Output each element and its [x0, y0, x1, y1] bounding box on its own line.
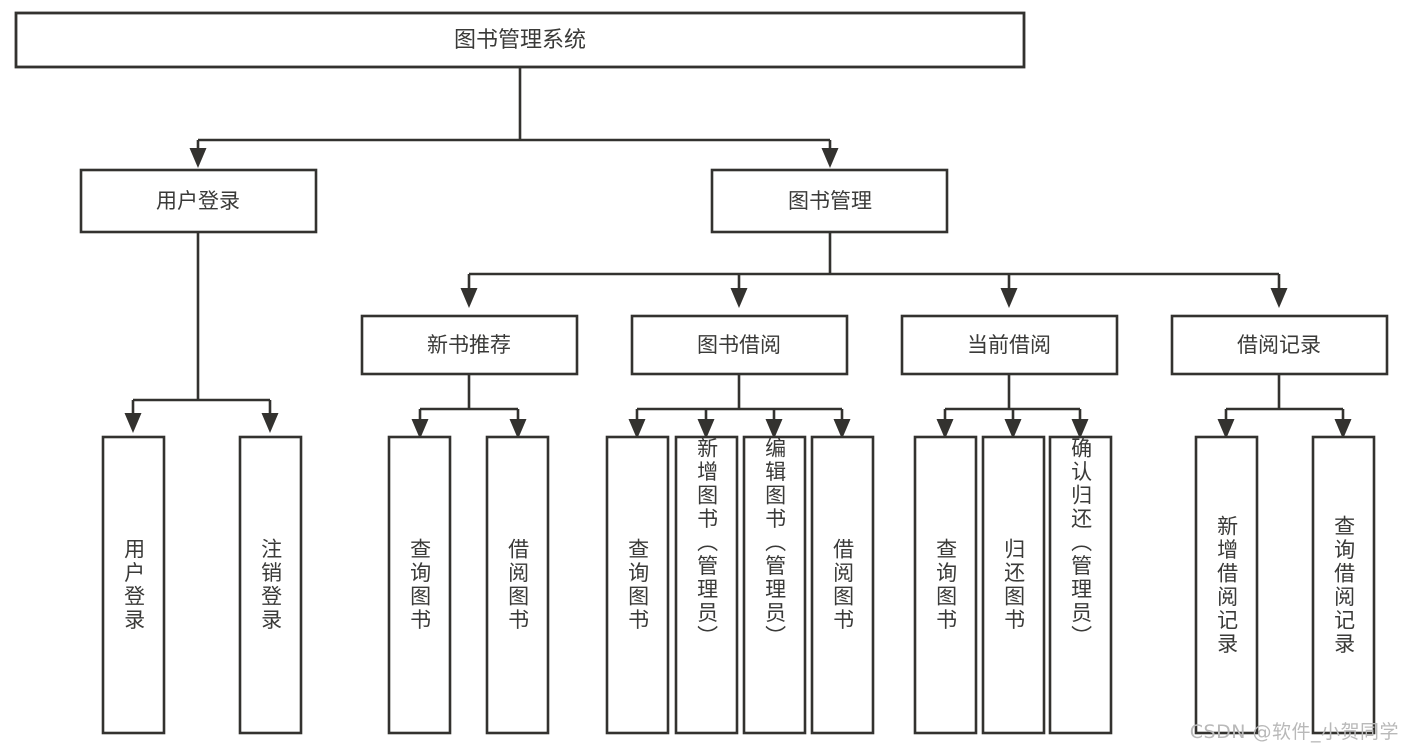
leaf-box-user-login[interactable]	[101, 435, 166, 735]
leaf-box-return-book[interactable]	[981, 435, 1046, 735]
arrow-icon	[821, 148, 839, 168]
node-root-label: 图书管理系统	[454, 28, 586, 53]
arrow-icon	[124, 413, 142, 433]
leaf-box-edit-book-admin[interactable]	[742, 435, 807, 735]
connector-borrow-record-to-leaves	[1217, 374, 1352, 439]
leaf-box-query-book-2[interactable]	[605, 435, 670, 735]
arrow-icon	[1270, 288, 1288, 308]
node-current-borrow-label: 当前借阅	[967, 333, 1051, 357]
connector-user-login-to-leaves	[124, 232, 279, 433]
connector-new-book-recommend-to-leaves	[411, 374, 527, 439]
leaf-box-confirm-return-admin[interactable]	[1048, 435, 1113, 735]
connector-root-to-level2	[189, 67, 839, 168]
arrow-icon	[730, 288, 748, 308]
node-book-management[interactable]: 图书管理	[710, 168, 949, 234]
arrow-icon	[460, 288, 478, 308]
leaf-box-add-book-admin[interactable]	[674, 435, 739, 735]
arrow-icon	[261, 413, 279, 433]
node-new-book-recommend-label: 新书推荐	[427, 333, 511, 357]
leaf-box-add-borrow-record[interactable]	[1194, 435, 1259, 735]
leaf-box-query-book-3[interactable]	[913, 435, 978, 735]
node-book-borrow-label: 图书借阅	[697, 333, 781, 357]
node-new-book-recommend[interactable]: 新书推荐	[360, 314, 579, 376]
connector-book-management-to-level3	[460, 232, 1288, 308]
node-book-borrow[interactable]: 图书借阅	[630, 314, 849, 376]
node-root[interactable]: 图书管理系统	[14, 11, 1026, 69]
leaf-box-query-book-1[interactable]	[387, 435, 452, 735]
csdn-watermark: CSDN @软件_小贺同学	[1189, 721, 1399, 743]
connector-book-borrow-to-leaves	[628, 374, 851, 439]
node-user-login-label: 用户登录	[156, 189, 240, 213]
node-borrow-record-label: 借阅记录	[1237, 333, 1321, 357]
leaf-box-logout[interactable]	[238, 435, 303, 735]
node-current-borrow[interactable]: 当前借阅	[900, 314, 1119, 376]
arrow-icon	[189, 148, 207, 168]
node-user-login[interactable]: 用户登录	[79, 168, 318, 234]
leaf-box-query-borrow-record[interactable]	[1311, 435, 1376, 735]
connector-current-borrow-to-leaves	[936, 374, 1089, 439]
leaf-box-borrow-book-2[interactable]	[810, 435, 875, 735]
node-borrow-record[interactable]: 借阅记录	[1170, 314, 1389, 376]
node-book-management-label: 图书管理	[788, 189, 872, 213]
leaf-box-borrow-book-1[interactable]	[485, 435, 550, 735]
arrow-icon	[1000, 288, 1018, 308]
